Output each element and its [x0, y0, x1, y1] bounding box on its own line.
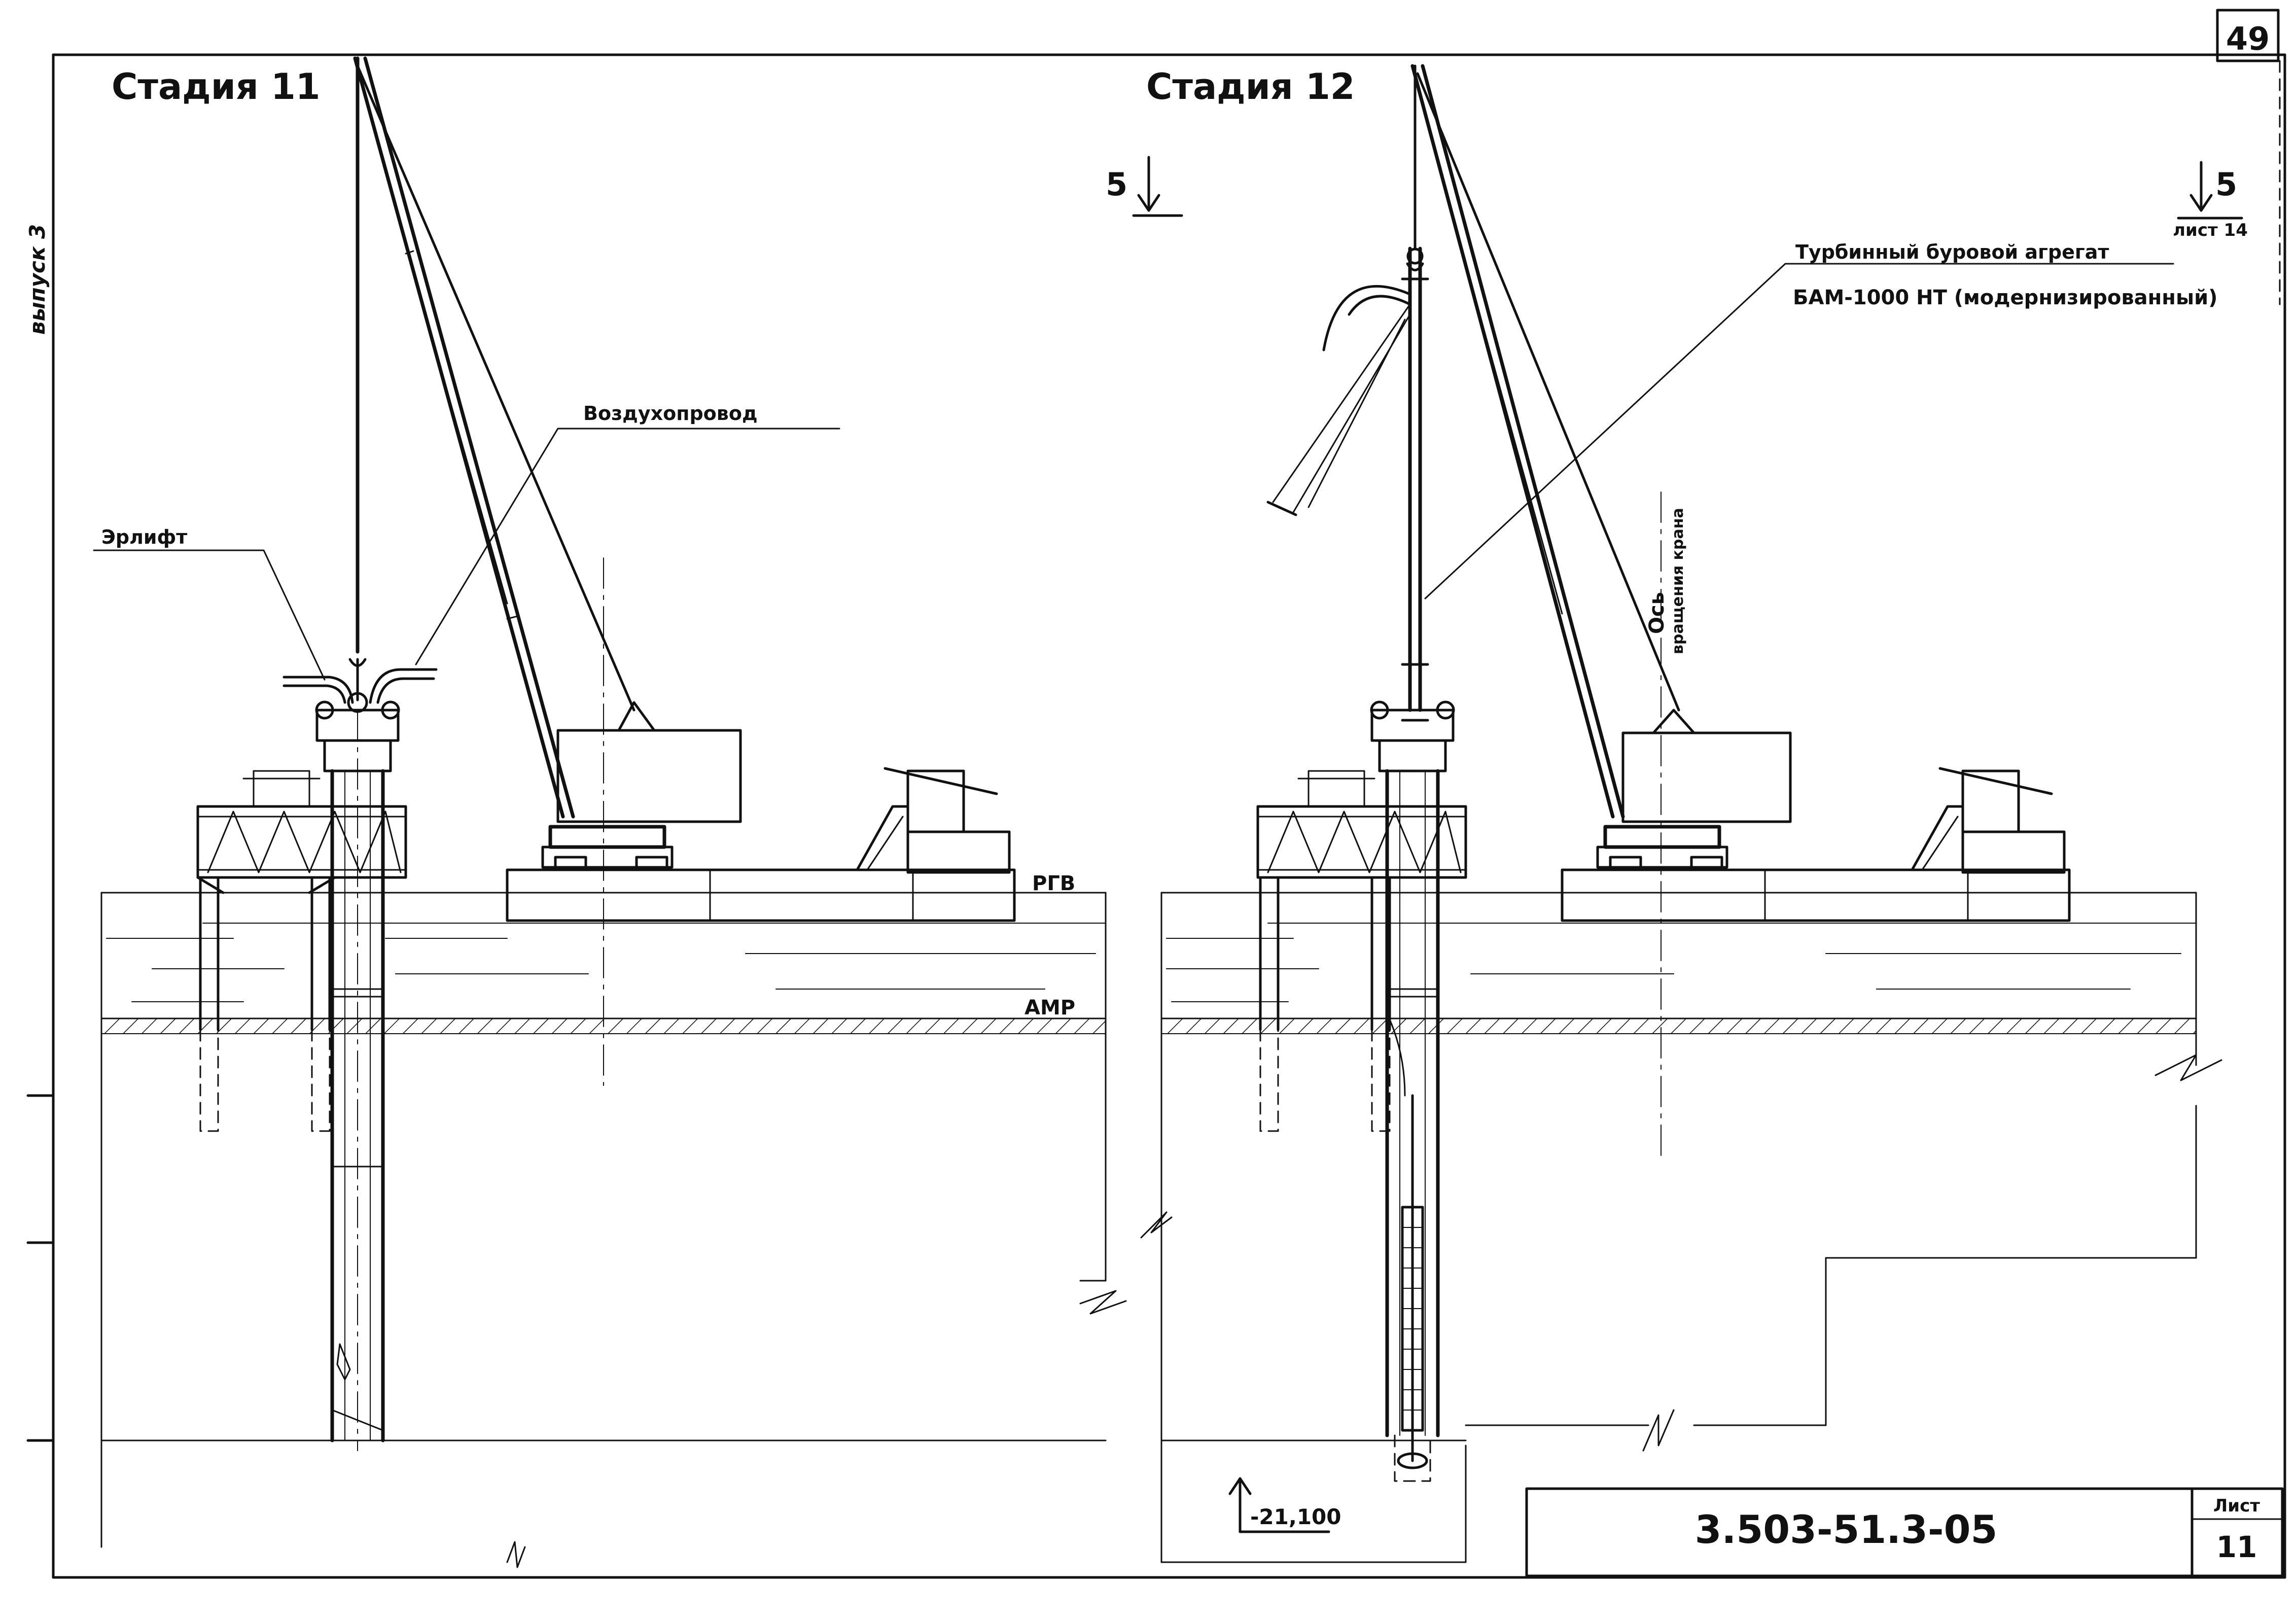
page-number: 49 — [2226, 20, 2270, 57]
crane-axis-label-line2: вращения крана — [1669, 508, 1687, 654]
title-block — [1525, 1487, 2284, 1577]
crane-axis-label-line1: Ось — [1645, 592, 1669, 634]
side-label: выпуск 3 — [25, 224, 50, 335]
unit-label-line2: БАМ-1000 НТ (модернизированный) — [1793, 286, 2217, 309]
unit-label-line1: Турбинный буровой агрегат — [1795, 241, 2109, 263]
label-air-pipe: Воздухопровод — [583, 402, 758, 425]
sheet-frame — [26, 9, 2286, 1579]
label-river-bed: АМР — [1025, 996, 1075, 1019]
drawing-code: 3.503-51.3-05 — [1695, 1507, 1998, 1552]
label-water-level: РГВ — [1032, 872, 1075, 895]
section-sheet-ref: лист 14 — [2173, 220, 2248, 240]
stage-11-title: Стадия 11 — [112, 66, 321, 108]
stage-12-drawing — [1132, 64, 2243, 1563]
label-airlift: Эрлифт — [101, 526, 187, 548]
sheet-number: 11 — [2216, 1530, 2257, 1564]
stage-12-title: Стадия 12 — [1146, 66, 1355, 108]
depth-mark: -21,100 — [1250, 1504, 1341, 1529]
title-block-label: Лист — [2213, 1496, 2260, 1516]
section-mark-left: 5 — [1106, 166, 1127, 203]
section-mark-right: 5 — [2215, 166, 2237, 203]
stage-11-drawing — [93, 56, 1127, 1568]
